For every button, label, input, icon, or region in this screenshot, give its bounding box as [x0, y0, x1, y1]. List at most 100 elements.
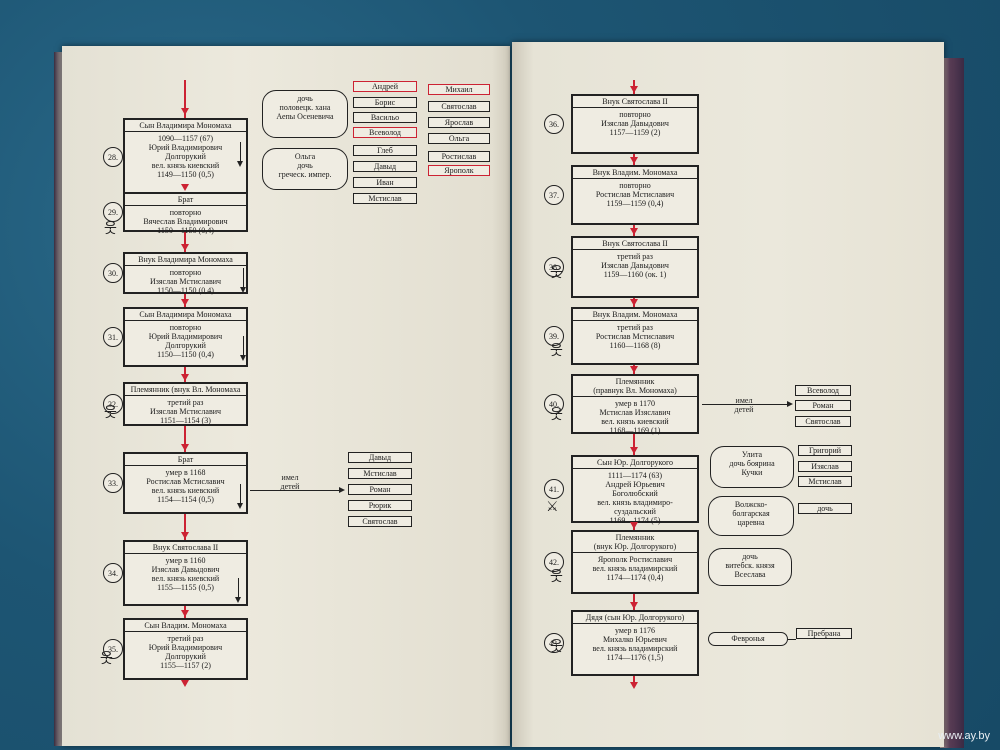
son-name: Иван — [353, 177, 417, 188]
watermark-text: www.ay.by — [938, 730, 990, 742]
children-arrow — [250, 487, 345, 493]
child-name: Давыд — [348, 452, 412, 463]
marriage-line — [788, 639, 796, 640]
ruler-details: повторно Вячеслав Владимирович 1150—1150… — [143, 208, 228, 235]
child-name: Мстислав — [348, 468, 412, 479]
ruler-number: 32. — [103, 394, 123, 414]
wife-oval: дочь витебск. князя Всеслава — [708, 548, 792, 586]
succession-arrow — [237, 142, 243, 167]
ruler-number: 38. — [544, 257, 564, 277]
succession-arrow — [237, 484, 243, 509]
wife-oval: Улита дочь боярина Кучки — [710, 446, 794, 488]
ruler-relation: Внук Святослава II — [573, 238, 697, 250]
ruler-details: третий раз Изяслав Мстиславич 1151—1154 … — [149, 398, 222, 425]
ruler-number: 33. — [103, 473, 123, 493]
ruler-box: Племянник (внук Вл. Мономаха третий раз И… — [123, 382, 248, 426]
ruler-box: Внук Святослава II третий раз Изяслав Дав… — [571, 236, 699, 298]
ruler-number: 28. — [103, 147, 123, 167]
ruler-details: повторно Изяслав Мстиславич 1150—1150 (0… — [149, 268, 222, 295]
child-name: Григорий — [798, 445, 852, 456]
timeline-arrow — [181, 532, 189, 539]
son-name: Борис — [353, 97, 417, 108]
ruler-number: 37. — [544, 185, 564, 205]
ruler-relation: Племянник (правнук Вл. Мономаха) — [573, 376, 697, 397]
child-name: Святослав — [795, 416, 851, 427]
wife-oval: Февронья — [708, 632, 788, 646]
figure-icon: 웃 — [550, 639, 563, 655]
wife-oval: Ольга дочь греческ. импер. — [262, 148, 348, 190]
ruler-number: 42. — [544, 552, 564, 572]
ruler-details: повторно Ростислав Мстиславич 1159—1159 … — [595, 181, 675, 208]
child-name: дочь — [798, 503, 852, 514]
timeline-arrow-top — [630, 86, 638, 93]
son-name: Васильо — [353, 112, 417, 123]
son-name: Михаил — [428, 84, 490, 95]
child-name: Роман — [795, 400, 851, 411]
timeline-arrow — [630, 228, 638, 235]
figure-icon: 웃 — [550, 407, 563, 423]
had-children-label: имел детей — [734, 396, 754, 414]
son-name: Ростислав — [428, 151, 490, 162]
ruler-number: 34. — [103, 563, 123, 583]
figure-icon: 웃 — [550, 569, 563, 585]
ruler-box: Дядя (сын Юр. Долгорукого)умер в 1176 Ми… — [571, 610, 699, 676]
ruler-box: Сын Владим. Мономаха третий раз Юрий Влад… — [123, 618, 248, 680]
ruler-relation: Дядя (сын Юр. Долгорукого) — [573, 612, 697, 624]
ruler-details: третий раз Юрий Владимирович Долгорукий … — [148, 634, 223, 670]
ruler-relation: Сын Владимира Мономаха — [125, 309, 246, 321]
ruler-number: 35. — [103, 639, 123, 659]
ruler-details: Ярополк Ростиславич вел. князь владимирс… — [592, 555, 678, 582]
ruler-number: 31. — [103, 327, 123, 347]
book-cover-edge — [940, 58, 964, 748]
ruler-relation: Сын Юр. Долгорукого — [573, 457, 697, 469]
ruler-relation: Брат — [125, 454, 246, 466]
son-name: Ярополк — [428, 165, 490, 176]
ruler-relation: Брат — [125, 194, 246, 206]
ruler-box: Внук Владимира Мономаха повторно Изяслав … — [123, 252, 248, 295]
ruler-relation: Племянник (внук Вл. Мономаха — [125, 384, 246, 396]
ruler-box: Сын Юр. Долгорукого 1111—1174 (63) Андрей… — [571, 455, 699, 525]
wife-oval: дочь половецк. хана Аепы Осеневича — [262, 90, 348, 138]
ruler-details: повторно Юрий Владимирович Долгорукий 11… — [148, 323, 223, 359]
ruler-details: 1090—1157 (67) Юрий Владимирович Долгору… — [148, 134, 223, 179]
figure-icon: 웃 — [104, 221, 117, 237]
ruler-details: третий раз Изяслав Давыдович 1159—1160 (… — [601, 252, 669, 279]
ruler-details: 1111—1174 (63) Андрей Юрьевич Боголюбски… — [597, 471, 673, 525]
timeline-arrow — [630, 447, 638, 454]
ruler-number: 36. — [544, 114, 564, 134]
child-name: Мстислав — [798, 476, 852, 487]
figure-icon: 웃 — [104, 405, 117, 421]
ruler-details: третий раз Ростислав Мстиславич 1160—116… — [595, 323, 675, 350]
ruler-box: Сын Владимира Мономаха повторно Юрий Влад… — [123, 307, 248, 367]
crossed-swords-icon: ⚔ — [546, 499, 559, 515]
ruler-number: 29. — [103, 202, 123, 222]
ruler-relation: Племянник (внук Юр. Долгорукого) — [573, 532, 697, 553]
timeline-arrow — [630, 602, 638, 609]
son-name: Андрей — [353, 81, 417, 92]
timeline-arrow — [181, 444, 189, 451]
timeline-arrow-top — [181, 108, 189, 115]
ruler-details: умер в 1160 Изяслав Давыдович вел. князь… — [151, 556, 220, 592]
ruler-number: 30. — [103, 263, 123, 283]
ruler-relation: Сын Владим. Мономаха — [125, 620, 246, 632]
timeline-arrow — [630, 366, 638, 373]
figure-icon: 웃 — [550, 343, 563, 359]
ruler-box: Внук Святослава II умер в 1160 Изяслав Да… — [123, 540, 248, 606]
son-name: Ольга — [428, 133, 490, 144]
ruler-number: 39. — [544, 326, 564, 346]
ruler-relation: Сын Владимира Мономаха — [125, 120, 246, 132]
ruler-relation: Внук Святослава II — [125, 542, 246, 554]
son-name: Всеволод — [353, 127, 417, 138]
ruler-relation: Внук Владимира Мономаха — [125, 254, 246, 266]
son-name: Мстислав — [353, 193, 417, 204]
succession-arrow — [240, 268, 246, 293]
timeline-arrow — [181, 374, 189, 381]
succession-arrow — [235, 578, 241, 603]
figure-icon: 웃 — [100, 651, 113, 667]
timeline-arrow-end — [181, 680, 189, 687]
timeline-arrow — [181, 244, 189, 251]
